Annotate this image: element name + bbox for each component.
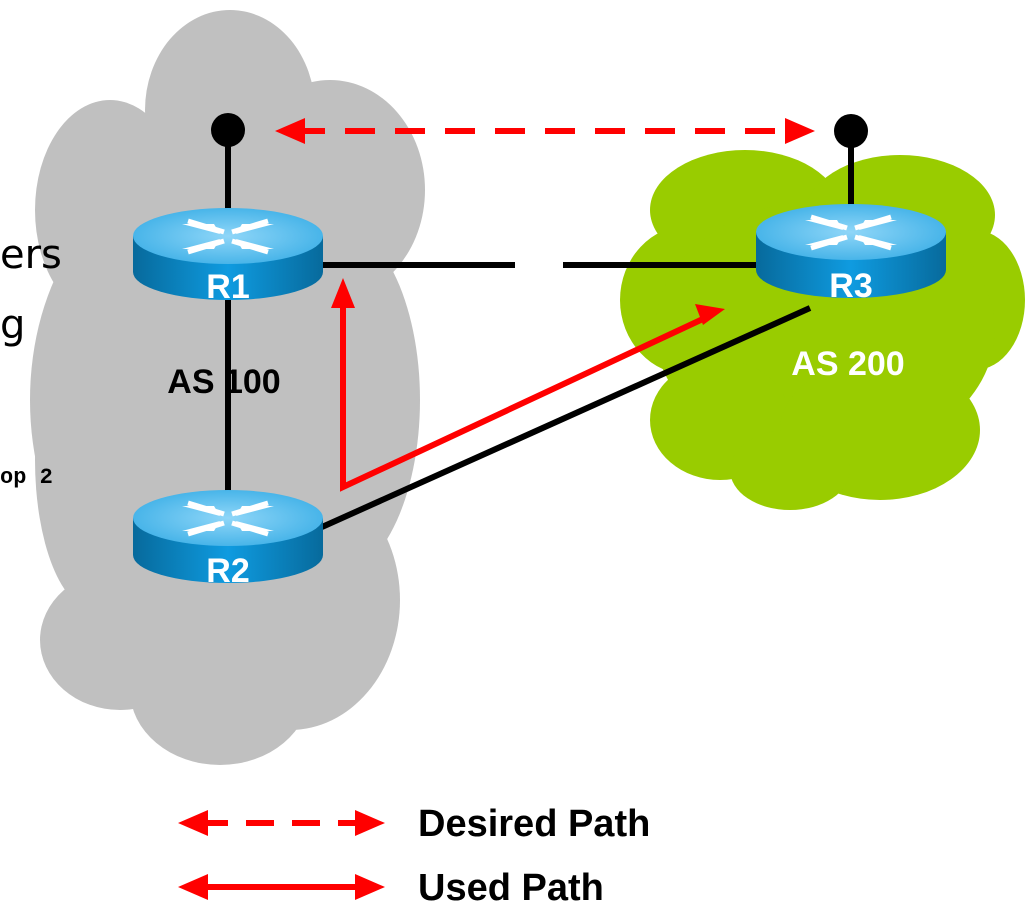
legend-used: Used Path	[178, 867, 604, 909]
router-r3[interactable]: R3	[756, 204, 946, 305]
legend-used-label: Used Path	[418, 867, 604, 909]
desired-path-arrow	[275, 118, 815, 144]
as200-label: AS 200	[791, 345, 904, 383]
legend-used-solid-arrow-icon	[178, 874, 385, 900]
side-text-line1: ers	[0, 232, 62, 278]
used-path-arrow	[331, 278, 725, 492]
side-text-line2: g	[0, 302, 25, 348]
legend-desired: Desired Path	[178, 803, 650, 845]
legend-desired-label: Desired Path	[418, 803, 650, 845]
as100-cloud	[30, 10, 425, 765]
legend-desired-dashed-arrow-icon	[178, 810, 385, 836]
r2-r3-link	[320, 305, 812, 530]
router-r3-label: R3	[829, 267, 872, 305]
router-r1-label: R1	[206, 268, 249, 306]
r3-endpoint-dot	[834, 114, 868, 148]
as100-label: AS 100	[167, 363, 280, 401]
r1-endpoint-dot	[211, 113, 245, 147]
router-r2-label: R2	[206, 552, 249, 590]
router-r2[interactable]: R2	[133, 490, 323, 590]
router-r1[interactable]: R1	[133, 208, 323, 306]
side-code-text: op 2	[0, 465, 53, 490]
